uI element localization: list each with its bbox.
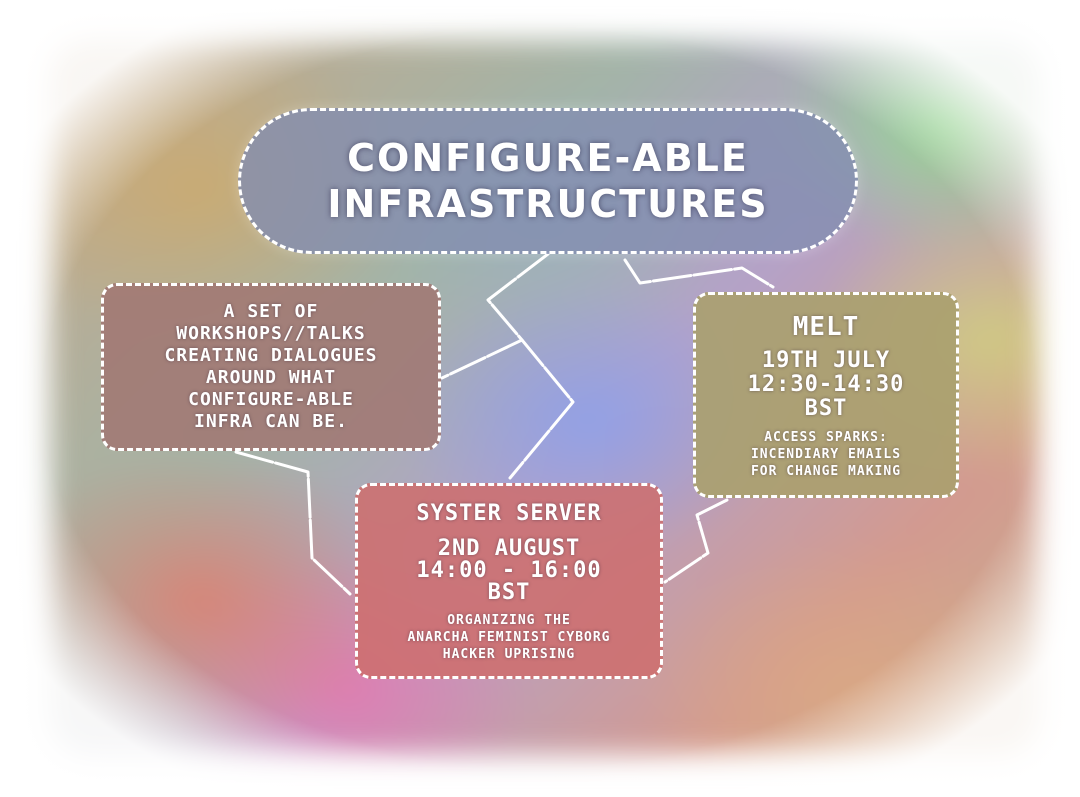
description-box: A SET OF WORKSHOPS//TALKS CREATING DIALO… — [101, 283, 441, 451]
event-subtitle-line: ACCESS SPARKS: — [764, 429, 888, 445]
event-subtitle-line: FOR CHANGE MAKING — [750, 463, 902, 479]
event-date-melt: 19TH JULY 12:30-14:30 BST — [747, 347, 905, 421]
event-timezone-line: BST — [804, 395, 848, 421]
event-subtitle-line: INCENDIARY EMAILS — [750, 446, 902, 462]
connector-description-to-syster — [234, 450, 352, 596]
description-line-3: CREATING DIALOGUES — [164, 345, 378, 366]
connector-title-to-melt — [623, 258, 775, 289]
event-subtitle-line: HACKER UPRISING — [442, 646, 576, 662]
connector-title-to-syster — [486, 252, 575, 480]
event-time-line: 12:30-14:30 — [747, 371, 905, 397]
event-subtitle-melt: ACCESS SPARKS: INCENDIARY EMAILS FOR CHA… — [751, 429, 901, 480]
event-box-syster-server: SYSTER SERVER 2ND AUGUST 14:00 - 16:00 B… — [355, 483, 663, 679]
event-subtitle-line: ORGANIZING THE — [447, 612, 571, 628]
event-name-syster-server: SYSTER SERVER — [416, 500, 602, 526]
description-line-5: CONFIGURE-ABLE — [188, 389, 354, 410]
event-time-line: 14:00 - 16:00 — [416, 557, 602, 583]
event-subtitle-line: ANARCHA FEMINIST CYBORG — [407, 629, 611, 645]
title-line-1: CONFIGURE-ABLE — [347, 136, 749, 180]
event-date-line: 2ND AUGUST — [437, 535, 581, 561]
description-line-6: INFRA CAN BE. — [194, 411, 348, 432]
connector-branch-to-description — [440, 338, 524, 380]
description-line-2: WORKSHOPS//TALKS — [176, 323, 366, 344]
title-line-2: INFRASTRUCTURES — [327, 182, 769, 226]
connector-melt-to-syster — [663, 498, 729, 584]
description-line-4: AROUND WHAT — [205, 367, 337, 388]
event-box-melt: MELT 19TH JULY 12:30-14:30 BST ACCESS SP… — [693, 292, 959, 498]
title-pill: CONFIGURE-ABLE INFRASTRUCTURES — [238, 108, 858, 254]
event-name-melt: MELT — [792, 311, 860, 342]
event-subtitle-syster-server: ORGANIZING THE ANARCHA FEMINIST CYBORG H… — [407, 612, 610, 663]
event-timezone-line: BST — [487, 579, 531, 605]
event-date-line: 19TH JULY — [761, 347, 891, 373]
description-line-1: A SET OF — [223, 301, 319, 322]
event-date-syster-server: 2ND AUGUST 14:00 - 16:00 BST — [416, 535, 602, 605]
